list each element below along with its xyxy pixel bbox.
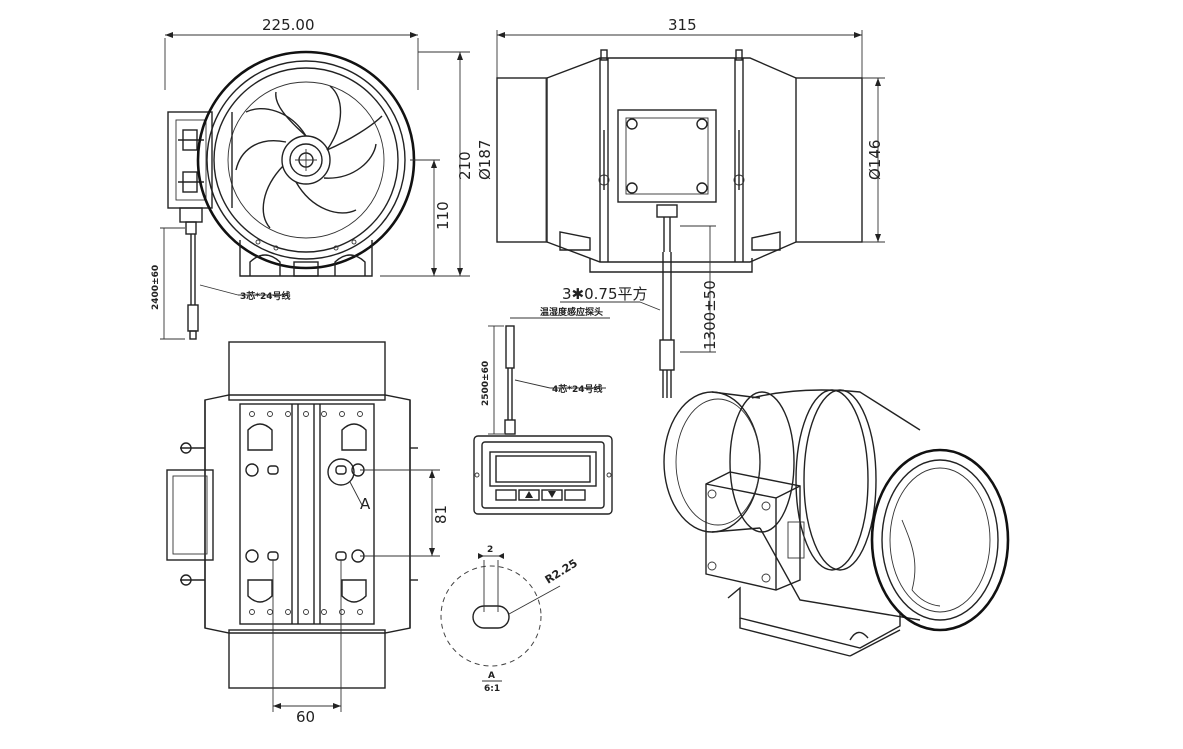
- side-view: 315: [496, 16, 885, 398]
- hole-spacing-horizontal-dim: 60: [296, 708, 315, 726]
- power-wire-label: 3✱0.75平方: [562, 285, 648, 303]
- sensor-wire-label: 4芯*24号线: [552, 383, 603, 395]
- front-width-dim: 225.00: [262, 16, 315, 34]
- axis-height-dim: 110: [434, 201, 452, 230]
- overall-height-dim: 210: [456, 151, 474, 180]
- controller-wire-label: 3芯*24号线: [240, 290, 291, 302]
- detail-a: 2 R2.25 A 6:1: [440, 545, 580, 694]
- detail-scale: 6:1: [484, 684, 500, 694]
- isometric-view: [663, 389, 1010, 657]
- side-length-dim: 315: [668, 16, 697, 34]
- detail-title: A: [488, 671, 495, 681]
- slot-radius-dim: R2.25: [543, 557, 580, 587]
- bottom-view: A 81 60: [166, 341, 450, 726]
- detail-ref-label: A: [360, 495, 371, 513]
- front-view: 225.00 2400±60 3芯*24号线: [151, 16, 494, 340]
- sensor-cable-dim: 2500±60: [481, 361, 491, 406]
- slot-width-dim: 2: [487, 545, 493, 555]
- controller-view: 温湿度感应探头 2500±60 4芯*24号线: [473, 306, 613, 515]
- sensor-probe-label: 温湿度感应探头: [540, 306, 603, 318]
- duct-diameter-dim: Ø146: [866, 140, 884, 180]
- controller-cable-dim: 2400±60: [151, 265, 161, 310]
- outer-diameter-dim: Ø187: [476, 140, 494, 180]
- power-cable-dim: 1300±50: [701, 280, 719, 350]
- hole-spacing-vertical-dim: 81: [432, 505, 450, 524]
